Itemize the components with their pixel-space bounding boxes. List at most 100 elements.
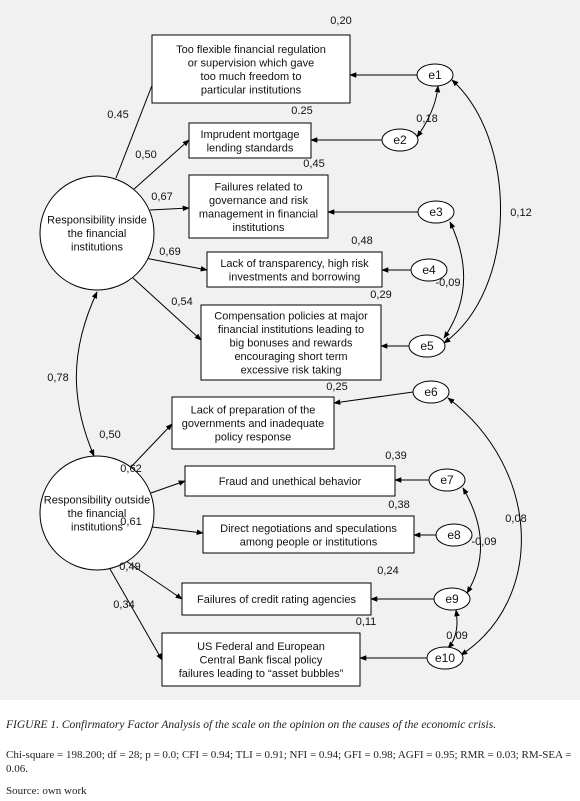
- error-term-label: e8: [447, 528, 461, 542]
- indicator-text-line: governments and inadequate: [182, 418, 325, 430]
- latent-factor-f1: [39, 175, 155, 291]
- loading-arrow-i4: [144, 257, 208, 272]
- error-covariance-e7-e9: [462, 487, 482, 594]
- loading-value: 0,49: [119, 561, 140, 573]
- indicator-text-line: among people or institutions: [240, 536, 378, 548]
- factor-correlation-label: 0,78: [47, 372, 68, 384]
- indicator-text-line: Direct negotiations and speculations: [220, 523, 397, 535]
- indicator-text-line: Failures of credit rating agencies: [197, 594, 356, 606]
- indicator-text-line: Imprudent mortgage: [200, 129, 299, 141]
- factor-label-line: the financial: [68, 508, 127, 520]
- error-term-label: e9: [445, 592, 459, 606]
- error-covariance-e3-e5: [443, 221, 465, 339]
- error-covariance-e1-e5: [443, 79, 502, 344]
- indicator-box-i9: [181, 582, 372, 616]
- loading-value: 0.45: [107, 109, 128, 121]
- error-term-e10: [426, 646, 464, 670]
- loading-arrow-i10: [109, 568, 163, 661]
- indicator-text-line: encouraging short term: [234, 351, 347, 363]
- error-term-e2: [381, 128, 419, 152]
- factor-correlation-arrow: [75, 291, 98, 457]
- error-term-e8: [435, 523, 473, 547]
- error-term-label: e5: [420, 339, 434, 353]
- r-squared-value: 0,25: [326, 381, 347, 393]
- indicator-text-line: investments and borrowing: [229, 271, 360, 283]
- error-covariance-label: 0,08: [505, 513, 526, 525]
- loading-arrow-i5: [132, 277, 202, 341]
- r-squared-value: 0,24: [377, 565, 398, 577]
- error-term-label: e1: [428, 68, 442, 82]
- indicator-text-line: failures leading to “asset bubbles”: [179, 668, 344, 680]
- error-covariance-e1-e2: [416, 85, 441, 138]
- error-covariance-e9-e10: [447, 609, 460, 649]
- error-covariance-label: -0,09: [471, 536, 496, 548]
- error-term-e9: [433, 587, 471, 611]
- error-term-label: e3: [429, 205, 443, 219]
- loading-value: 0,50: [135, 149, 156, 161]
- indicator-text-line: management in financial: [199, 208, 318, 220]
- indicator-text-line: Central Bank fiscal policy: [200, 655, 323, 667]
- loading-arrow-i2: [132, 139, 190, 191]
- factor-label-line: Responsibility inside: [47, 215, 147, 227]
- loading-arrow-i6: [130, 423, 173, 468]
- indicator-text-line: or supervision which gave: [188, 57, 315, 69]
- indicator-text-line: Fraud and unethical behavior: [219, 476, 362, 488]
- latent-factor-f2: [39, 455, 155, 571]
- indicator-box-i4: [206, 251, 383, 288]
- indicator-text-line: financial institutions leading to: [218, 324, 364, 336]
- indicator-text-line: Lack of preparation of the: [191, 405, 316, 417]
- indicator-box-i8: [202, 515, 415, 554]
- loading-arrow-i1: [115, 69, 159, 179]
- error-covariance-e6-e10: [447, 397, 522, 656]
- r-squared-value: 0.25: [291, 105, 312, 117]
- loading-arrow-i9: [125, 560, 183, 600]
- error-term-e6: [412, 380, 450, 404]
- r-squared-value: 0,29: [370, 289, 391, 301]
- r-squared-value: 0,39: [385, 450, 406, 462]
- r-squared-value: 0,48: [351, 235, 372, 247]
- indicator-text-line: excessive risk taking: [241, 365, 342, 377]
- indicator-box-i7: [184, 465, 396, 497]
- indicator-text-line: too much freedom to: [201, 71, 302, 83]
- fit-statistics: Chi-square = 198.200; df = 28; p = 0.0; …: [6, 749, 572, 775]
- r-squared-value: 0,20: [330, 15, 351, 27]
- loading-arrow-i7: [150, 480, 186, 494]
- figure-source: Source: own work: [6, 785, 87, 797]
- r-squared-value: 0,38: [388, 499, 409, 511]
- error-term-label: e10: [435, 651, 455, 665]
- indicator-box-i5: [200, 304, 382, 381]
- loading-value: 0,62: [120, 463, 141, 475]
- loading-value: 0,34: [113, 599, 134, 611]
- r-squared-value: 0,45: [303, 158, 324, 170]
- factor-label-line: institutions: [71, 522, 123, 534]
- indicator-text-line: lending standards: [207, 142, 294, 154]
- indicator-text-line: institutions: [233, 222, 285, 234]
- loading-value: 0,69: [159, 246, 180, 258]
- factor-label-line: institutions: [71, 242, 123, 254]
- indicator-text-line: Failures related to: [214, 181, 302, 193]
- indicator-text-line: particular institutions: [201, 84, 302, 96]
- indicator-box-i6: [171, 396, 335, 450]
- indicator-text-line: policy response: [215, 432, 291, 444]
- indicator-text-line: Compensation policies at major: [214, 311, 368, 323]
- error-term-e5: [408, 334, 446, 358]
- figure-caption: FIGURE 1. Confirmatory Factor Analysis o…: [6, 719, 497, 731]
- error-covariance-label: -0,09: [435, 277, 460, 289]
- r-squared-value: 0,11: [356, 616, 377, 628]
- error-covariance-label: 0,09: [446, 630, 467, 642]
- indicator-text-line: US Federal and European: [197, 641, 325, 653]
- loading-arrow-i3: [149, 205, 190, 212]
- error-term-label: e4: [422, 263, 436, 277]
- error-covariance-label: 0,18: [416, 113, 437, 125]
- factor-label-line: the financial: [68, 228, 127, 240]
- error-term-e4: [410, 258, 448, 282]
- indicator-box-i1: [151, 34, 351, 104]
- indicator-text-line: Lack of transparency, high risk: [220, 258, 369, 270]
- loading-arrow-i8: [151, 526, 204, 536]
- indicator-box-i2: [188, 122, 312, 159]
- error-term-e7: [428, 468, 466, 492]
- indicator-box-i3: [188, 174, 329, 239]
- loading-value: 0,67: [151, 191, 172, 203]
- indicator-text-line: governance and risk: [209, 195, 309, 207]
